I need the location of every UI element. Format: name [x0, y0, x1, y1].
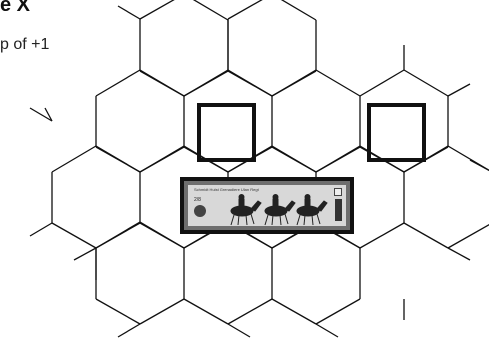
hex-edge [140, 222, 184, 248]
hex-edge [272, 0, 316, 20]
hex-edge [30, 223, 52, 236]
cavalry-rider-icon [231, 195, 261, 226]
hex-edge [448, 146, 489, 172]
hex-edge [184, 299, 228, 324]
hex-edge [272, 299, 316, 324]
hex-edge [118, 324, 140, 337]
hex-edge [96, 70, 140, 96]
hex-edge [118, 6, 140, 19]
hex-edge [228, 324, 250, 337]
cavalry-rider-icon [297, 195, 327, 226]
highlight-square-right[interactable] [367, 103, 426, 162]
hex-edge [52, 223, 96, 248]
hex-edge [228, 299, 272, 324]
hex-edge [404, 70, 448, 96]
hex-edge [360, 223, 404, 248]
cavalry-rider-icon [265, 195, 295, 226]
hex-edge [470, 160, 489, 172]
hex-edge [140, 299, 184, 324]
highlight-square-left[interactable] [197, 103, 256, 162]
hex-edge [96, 146, 140, 172]
hex-edge [316, 70, 360, 96]
hex-edge [140, 70, 184, 96]
hex-edge [140, 146, 184, 172]
hex-edge [74, 248, 96, 260]
hex-edge [448, 223, 489, 248]
hex-edge [316, 324, 338, 337]
cavalry-figures [188, 185, 354, 234]
hex-edge [316, 146, 360, 172]
hex-edge [228, 0, 272, 19]
hex-edge [272, 146, 316, 172]
hex-edge [448, 84, 470, 96]
hex-edge [360, 70, 404, 96]
hex-edge [316, 299, 360, 324]
hex-edge [184, 70, 228, 96]
hex-edge [448, 248, 470, 260]
hex-edge [228, 70, 272, 96]
hex-edge [96, 299, 140, 324]
rule-subtitle: p of +1 [0, 36, 49, 54]
page-title: e X [0, 0, 30, 17]
hex-edge [52, 146, 96, 172]
hex-edge [184, 0, 228, 20]
hex-edge [96, 222, 140, 248]
unit-counter[interactable]: Schmidt Hulst Grenadiere Ulan Regt 2/8 [180, 177, 354, 234]
hex-edge [404, 223, 448, 248]
hex-edge [140, 0, 184, 19]
unit-counter-face: Schmidt Hulst Grenadiere Ulan Regt 2/8 [188, 185, 346, 226]
hex-edge [272, 70, 316, 96]
